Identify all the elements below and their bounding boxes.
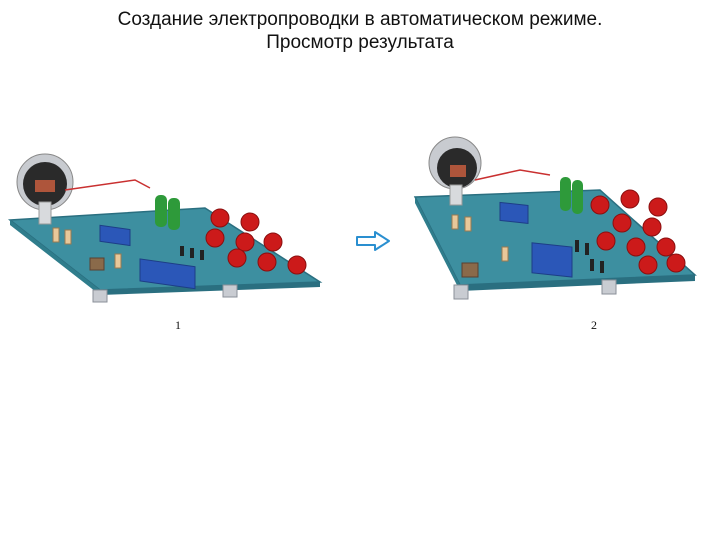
hollow-right-arrow-icon: [356, 231, 390, 251]
slide-title: Создание электропроводки в автоматическо…: [0, 8, 720, 54]
slide-title-line2: Просмотр результата: [266, 32, 454, 53]
figure-number-1: 1: [175, 318, 181, 332]
pcb-render-after: [413, 136, 697, 300]
figure-number-2: 2: [591, 318, 597, 332]
slide-title-line1: Создание электропроводки в автоматическо…: [117, 9, 603, 30]
pcb-render-before: [7, 153, 323, 303]
